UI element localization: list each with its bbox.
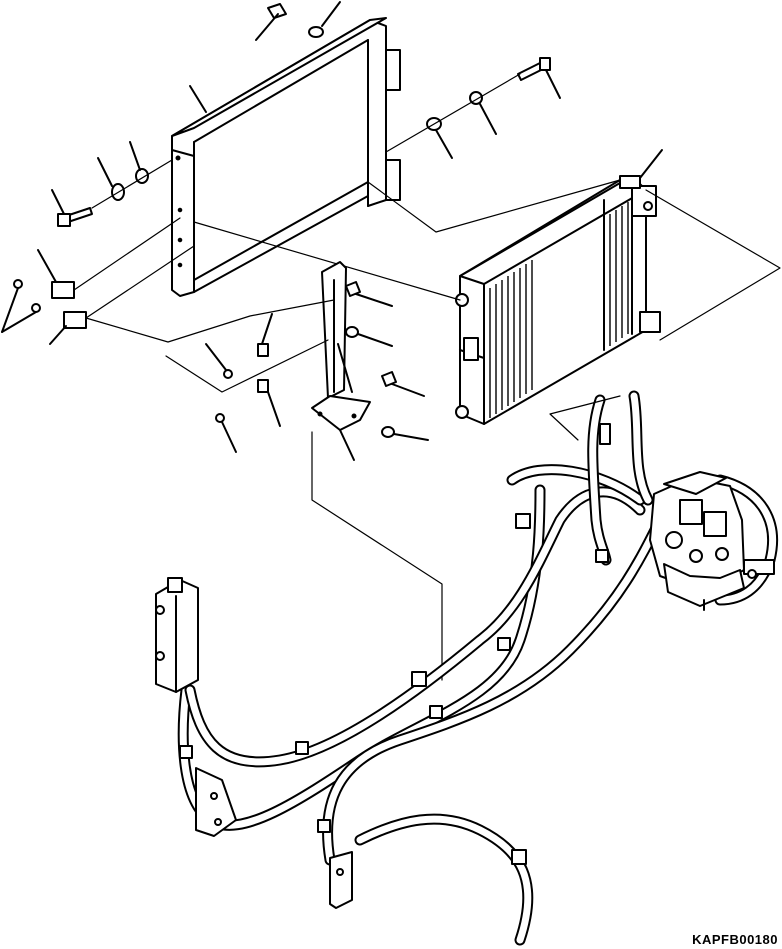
clip-reference-line-2 xyxy=(165,339,329,393)
hose-assembly xyxy=(177,390,779,946)
clip-lower xyxy=(49,311,87,345)
frame-to-core-line xyxy=(367,179,621,233)
hose-bracket-bottom xyxy=(329,851,353,909)
bracket-small-parts xyxy=(205,313,281,453)
shroud-frame xyxy=(171,17,401,297)
valve-block-left xyxy=(155,577,199,693)
mount-plate-lower xyxy=(195,767,237,837)
frame-top-washer xyxy=(308,1,341,38)
drawing-code: KAPFB00180 xyxy=(692,932,778,947)
frame-to-core-line-2 xyxy=(193,221,461,301)
hose-reference-line xyxy=(549,395,621,441)
clip-reference-line xyxy=(85,299,335,343)
compressor-unit xyxy=(649,471,775,611)
frame-left-nut xyxy=(129,141,149,184)
bracket-bolt-upper xyxy=(345,281,393,347)
radiator-fins xyxy=(489,202,629,418)
frame-left-bolt xyxy=(51,189,93,227)
frame-right-bolt-axis xyxy=(385,73,521,153)
bracket-bolt-lower xyxy=(381,371,429,441)
core-reference-line xyxy=(645,189,781,341)
frame-top-bolt xyxy=(255,3,287,41)
clip-screws xyxy=(1,279,41,333)
frame-left-bolt-axis xyxy=(91,159,173,209)
bracket-reference-line xyxy=(311,431,443,681)
clip-axis-1 xyxy=(73,217,181,291)
clip-axis-2 xyxy=(85,245,195,319)
frame-right-bolt xyxy=(517,57,561,99)
clip-upper xyxy=(37,249,75,299)
frame-left-washer xyxy=(97,157,125,201)
frame-right-nut xyxy=(426,117,453,159)
radiator-core xyxy=(455,149,663,425)
mount-bracket xyxy=(311,261,371,461)
hose-clamps xyxy=(179,423,611,865)
frame-leader xyxy=(189,85,207,113)
frame-right-washer xyxy=(469,91,497,135)
